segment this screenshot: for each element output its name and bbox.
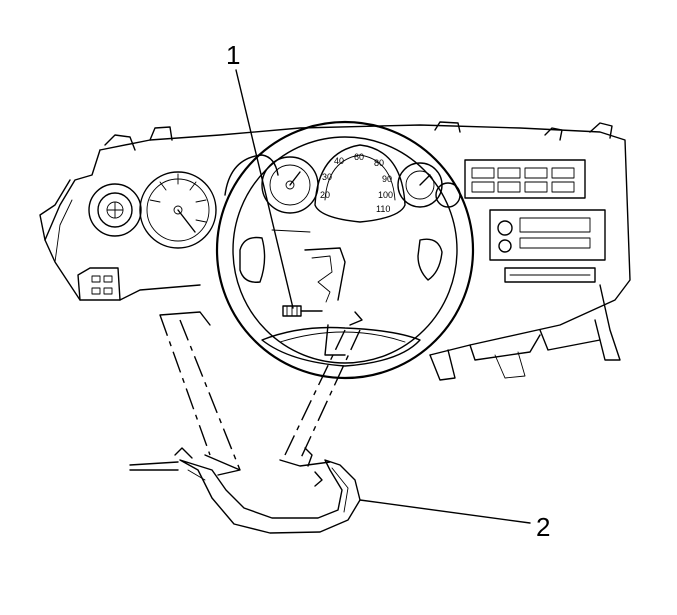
alignment-lines	[129, 311, 361, 476]
speedo-label-5: 90	[382, 174, 392, 184]
steering-column-trim-cover	[174, 447, 361, 534]
speedo-label-2: 40	[334, 156, 344, 166]
leader-line-1	[235, 69, 294, 309]
callout-1: 1	[226, 40, 240, 70]
instrument-panel: 20 30 40 60 80 90 100 110	[39, 121, 631, 381]
speedo-label-4: 80	[374, 158, 384, 168]
steering-wheel-bolt	[282, 305, 323, 317]
speedo-label-1: 30	[322, 172, 332, 182]
callout-2: 2	[536, 512, 550, 542]
speedo-label-6: 100	[378, 190, 393, 200]
speedo-label-0: 20	[320, 190, 330, 200]
leader-line-2	[359, 499, 531, 524]
callout-leaders	[235, 69, 531, 524]
speedo-label-3: 60	[354, 152, 364, 162]
speedo-label-7: 110	[376, 204, 390, 214]
